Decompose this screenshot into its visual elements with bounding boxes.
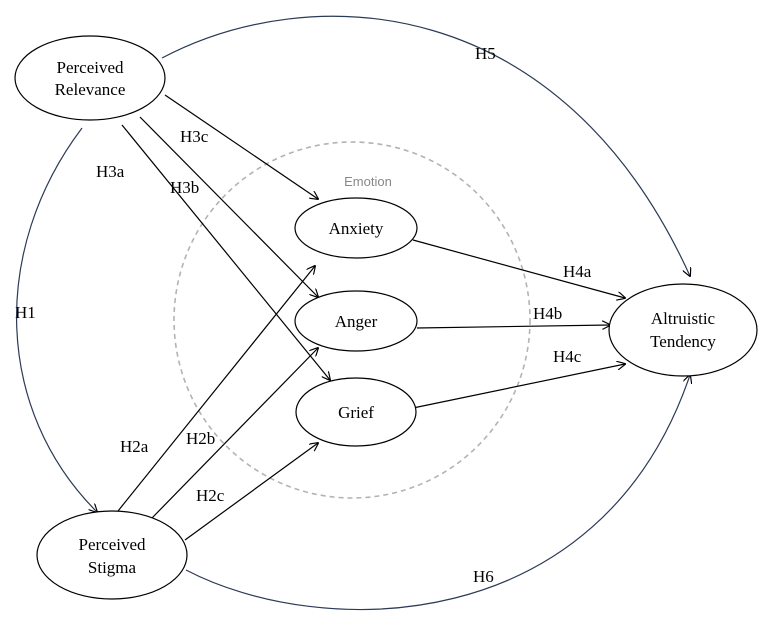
label-h4a: H4a (563, 262, 592, 281)
label-h3c: H3c (180, 127, 209, 146)
arrow-h5 (161, 15, 690, 276)
label-h3a: H3a (96, 162, 125, 181)
node-perceived-relevance-line2: Relevance (55, 80, 126, 99)
arrow-h3b (139, 116, 318, 297)
arrow-h1 (16, 127, 97, 512)
node-anxiety-label: Anxiety (329, 219, 384, 238)
arrow-h3c (164, 94, 318, 199)
arrow-h4c (412, 364, 625, 409)
arrow-h4b (416, 325, 610, 328)
arrow-h6 (185, 375, 690, 611)
arrow-h2b (151, 348, 318, 519)
emotion-group-circle (173, 141, 531, 499)
label-h2a: H2a (120, 437, 149, 456)
arrow-h2a (117, 266, 315, 512)
node-perceived-stigma: Perceived Stigma (36, 510, 188, 600)
node-anxiety: Anxiety (294, 197, 418, 259)
label-h2b: H2b (186, 429, 215, 448)
node-grief-label: Grief (338, 403, 374, 422)
label-h4c: H4c (553, 347, 582, 366)
node-perceived-stigma-line1: Perceived (78, 535, 146, 554)
label-h6: H6 (473, 567, 494, 586)
label-h3b: H3b (170, 178, 199, 197)
node-altruistic-tendency: Altruistic Tendency (608, 283, 758, 377)
node-altruistic-tendency-line1: Altruistic (651, 309, 716, 328)
arrow-h3a (121, 124, 330, 380)
node-altruistic-tendency-line2: Tendency (650, 332, 716, 351)
node-perceived-stigma-line2: Stigma (88, 558, 137, 577)
label-h5: H5 (475, 44, 496, 63)
emotion-group-label: Emotion (344, 174, 392, 189)
node-anger-label: Anger (335, 312, 378, 331)
label-h2c: H2c (196, 486, 225, 505)
node-perceived-relevance-line1: Perceived (56, 58, 124, 77)
node-perceived-relevance: Perceived Relevance (14, 35, 166, 121)
arrow-h2c (184, 443, 318, 541)
node-grief: Grief (295, 377, 417, 447)
node-anger: Anger (294, 290, 418, 352)
label-h1: H1 (15, 303, 36, 322)
arrow-h4a (412, 239, 625, 298)
label-h4b: H4b (533, 304, 562, 323)
